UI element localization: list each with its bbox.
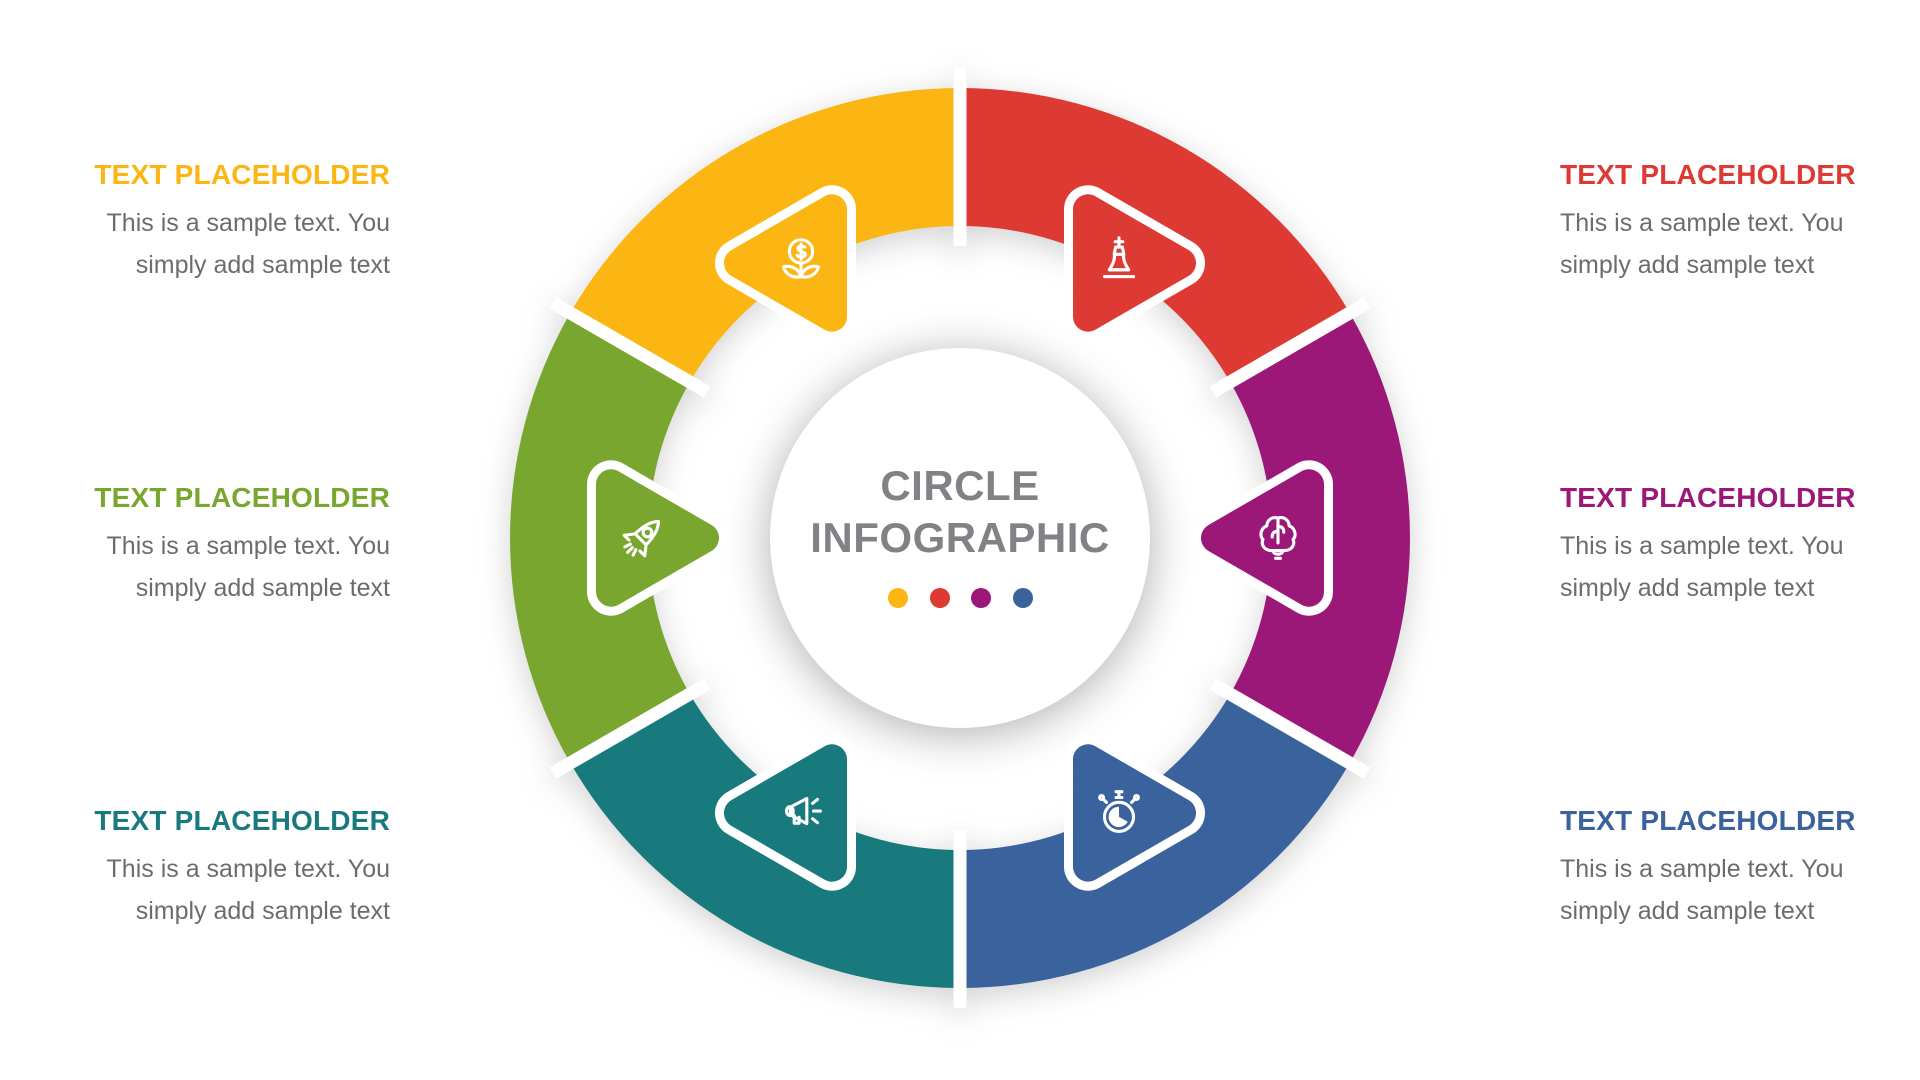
text-block-heading: TEXT PLACEHOLDER: [94, 482, 390, 513]
dot-red: [929, 588, 950, 608]
chess-piece-icon: [1102, 236, 1136, 279]
text-block-teal: TEXT PLACEHOLDER This is a sample text. …: [58, 806, 390, 932]
dot-purple: [970, 588, 991, 608]
text-block-body: This is a sample text. You simply add sa…: [106, 532, 390, 602]
text-block-body: This is a sample text. You simply add sa…: [1560, 532, 1844, 602]
rocket-icon: [622, 520, 660, 558]
text-block-heading: TEXT PLACEHOLDER: [1560, 482, 1856, 513]
text-block-body: This is a sample text. You simply add sa…: [1560, 855, 1844, 925]
text-block-heading: TEXT PLACEHOLDER: [1560, 805, 1856, 836]
pointer-red: [1009, 153, 1229, 373]
brain-icon: [1259, 516, 1297, 560]
text-block-purple: TEXT PLACEHOLDER This is a sample text. …: [1560, 483, 1892, 609]
money-growth-icon: [782, 238, 820, 279]
stopwatch-icon: [1098, 790, 1140, 833]
text-block-heading: TEXT PLACEHOLDER: [1560, 159, 1856, 190]
pointer-green: [532, 428, 752, 648]
center-title: CIRCLE INFOGRAPHIC: [810, 460, 1110, 564]
color-dots: [887, 588, 1033, 608]
pointer-teal: [691, 703, 911, 923]
text-block-red: TEXT PLACEHOLDER This is a sample text. …: [1560, 160, 1892, 286]
center-title-line2: INFOGRAPHIC: [810, 514, 1110, 561]
text-block-blue: TEXT PLACEHOLDER This is a sample text. …: [1560, 806, 1892, 932]
center-circle: CIRCLE INFOGRAPHIC: [770, 348, 1150, 728]
dot-blue: [1012, 588, 1033, 608]
segment-gaps: [549, 68, 1371, 1008]
pointer-green-shape: [587, 460, 728, 616]
pointer-purple: [1168, 428, 1388, 648]
text-block-yellow: TEXT PLACEHOLDER This is a sample text. …: [58, 160, 390, 286]
text-block-heading: TEXT PLACEHOLDER: [94, 159, 390, 190]
pointer-yellow-shape: [714, 185, 857, 341]
center-title-line1: CIRCLE: [880, 462, 1040, 509]
text-block-body: This is a sample text. You simply add sa…: [106, 855, 390, 925]
text-block-body: This is a sample text. You simply add sa…: [106, 209, 390, 279]
pointer-blue: [1009, 703, 1229, 923]
text-block-green: TEXT PLACEHOLDER This is a sample text. …: [58, 483, 390, 609]
pointer-red-shape: [1063, 185, 1206, 341]
pointer-yellow: [691, 153, 911, 373]
text-block-heading: TEXT PLACEHOLDER: [94, 805, 390, 836]
dot-yellow: [887, 588, 908, 608]
text-block-body: This is a sample text. You simply add sa…: [1560, 209, 1844, 279]
megaphone-icon: [784, 796, 822, 826]
